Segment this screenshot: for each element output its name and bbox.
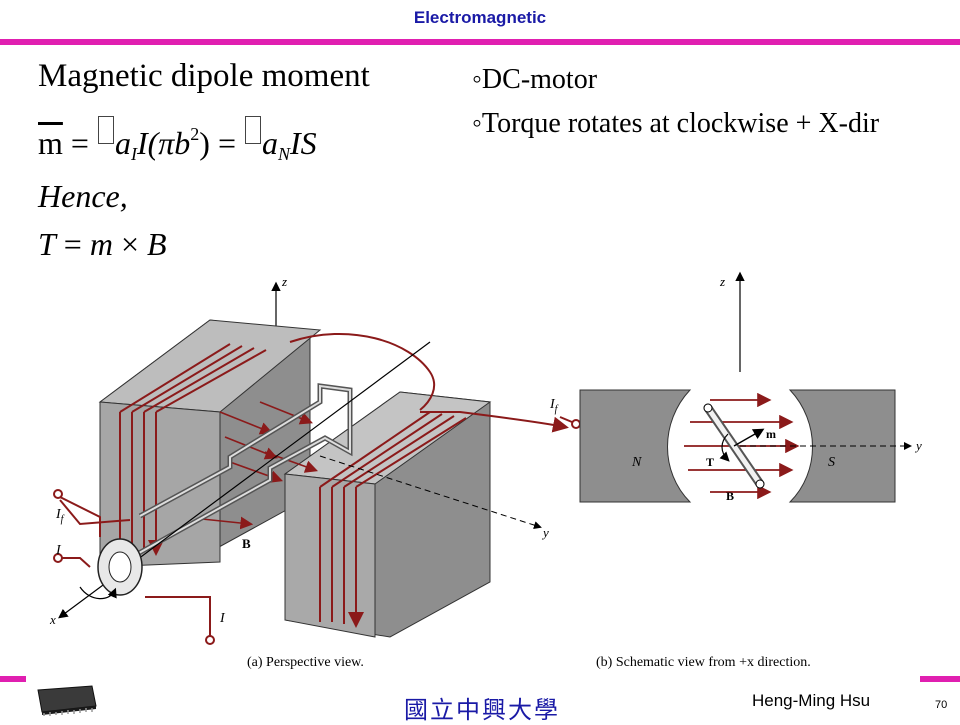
vector-box-icon-2	[244, 116, 261, 144]
m-symbol-2: m	[89, 226, 113, 262]
cross-symbol: ×	[112, 226, 147, 262]
south-label: S	[828, 455, 835, 470]
a-subscript-1: I	[130, 144, 137, 164]
author-name: Heng-Ming Hsu	[752, 691, 871, 710]
bullet-list: ◦DC-motor ◦Torque rotates at clockwise +…	[472, 58, 879, 146]
equation-torque: T = m × B	[38, 226, 167, 262]
moment-label: m	[766, 427, 776, 441]
top-rule	[0, 39, 960, 45]
torque-symbol: T	[38, 226, 56, 262]
eq-equals-1: =	[62, 125, 97, 161]
left-z-label: z	[281, 274, 287, 289]
pi-b-term: πb	[158, 125, 191, 161]
right-y-label: y	[914, 438, 922, 453]
a-subscript-2: N	[277, 144, 290, 164]
schematic-view: z N S y m T B	[579, 271, 922, 503]
close-paren: ) =	[199, 125, 244, 161]
a-symbol-1: a	[114, 125, 131, 161]
right-z-label: z	[719, 274, 725, 289]
if-top-label: If	[549, 397, 559, 415]
bullet-dc-motor: ◦DC-motor	[472, 64, 598, 95]
page-number: 70	[935, 699, 948, 711]
torque-arrow-icon	[719, 433, 730, 462]
right-pole-side	[284, 473, 376, 638]
is-term: IS	[290, 125, 317, 161]
motor-figure: z B y	[49, 271, 922, 645]
torque-label: T	[706, 455, 714, 469]
vector-box-icon	[97, 116, 114, 144]
a-symbol-2: a	[261, 125, 278, 161]
i-term: I(	[136, 125, 159, 161]
i-bottom-label: I	[219, 611, 226, 626]
rotation-arrow-icon	[79, 586, 117, 600]
perspective-view: z B y	[49, 274, 581, 645]
equation-title: Magnetic dipole moment	[38, 58, 370, 94]
left-y-label: y	[541, 525, 549, 540]
north-label: N	[631, 455, 642, 470]
left-b-label: B	[242, 536, 251, 551]
bottom-rule-right	[920, 676, 960, 682]
equation-dipole: m = aII(πb2) = aNIS	[38, 116, 317, 165]
chip-icon	[37, 685, 97, 716]
header-title: Electromagnetic	[413, 8, 547, 27]
field-label: B	[726, 489, 734, 503]
school-name: 國立中興大學	[404, 696, 560, 724]
if-left-label: If	[55, 507, 65, 525]
caption-schematic: (b) Schematic view from +x direction.	[596, 655, 811, 670]
north-pole	[579, 389, 692, 503]
hence-label: Hence,	[38, 178, 128, 214]
i-left-label: I	[55, 543, 62, 558]
caption-perspective: (a) Perspective view.	[247, 655, 364, 670]
eq-equals-2: =	[55, 226, 90, 262]
superscript-2: 2	[190, 124, 200, 144]
bottom-rule-left	[0, 676, 26, 682]
left-x-label: x	[49, 612, 56, 627]
bullet-torque: ◦Torque rotates at clockwise + X-dir	[472, 108, 880, 139]
b-symbol: B	[147, 226, 167, 262]
m-symbol: m	[38, 125, 63, 161]
moment-arrow	[733, 428, 765, 447]
